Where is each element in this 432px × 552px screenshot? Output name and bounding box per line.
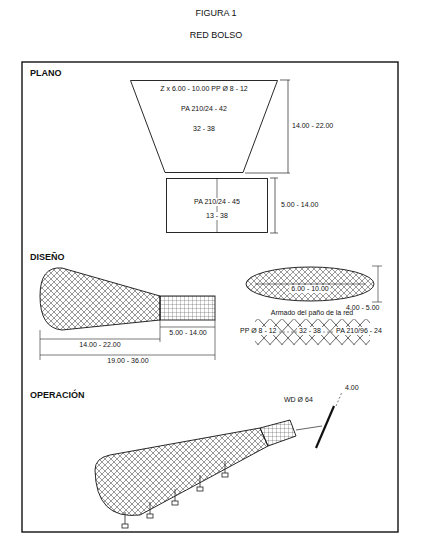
section-heading: DISEÑO (30, 252, 65, 262)
material-label: PA 210/96 - 24 (334, 327, 384, 335)
panel-text: PA 210/24 - 45 (192, 198, 242, 206)
panel-text: 6.00 - 10.00 (289, 285, 330, 293)
material-label: WD Ø 64 (284, 396, 313, 404)
cod-end (160, 296, 215, 320)
net-body (40, 268, 160, 330)
weights (122, 461, 228, 528)
operating-net (95, 428, 268, 515)
operating-cod-end (260, 420, 296, 446)
dimension: 5.00 - 14.00 (169, 329, 206, 337)
note: Armado del paño de la red (271, 309, 354, 317)
dimension: 19.00 - 36.00 (105, 357, 150, 365)
material-label: PP Ø 8 - 12 (238, 327, 278, 335)
mesh-ellipse: 6.00 - 10.00 (245, 266, 375, 302)
figure-subtitle: RED BOLSO (190, 30, 243, 40)
dimension: 4.00 (345, 384, 359, 392)
line (296, 426, 322, 430)
dimension: 14.00 - 22.00 (292, 122, 333, 130)
trapezoid-panel: Z x 6.00 - 10.00 PP Ø 8 - 12 PA 210/24 - … (130, 80, 278, 173)
diseno-dimensions (40, 320, 215, 360)
material-label: 32 - 38 (297, 327, 323, 335)
frame (22, 62, 398, 532)
section-heading: PLANO (30, 68, 62, 78)
panel-text: Z x 6.00 - 10.00 PP Ø 8 - 12 (160, 85, 247, 93)
figure-title: FIGURA 1 (195, 8, 236, 18)
pole (316, 406, 334, 448)
dimension: 14.00 - 22.00 (79, 341, 120, 349)
pole-leader (336, 392, 342, 406)
panel-text: 32 - 38 (193, 125, 215, 133)
panel-text: PA 210/24 - 42 (181, 105, 227, 113)
dimension: 5.00 - 14.00 (281, 201, 318, 209)
section-heading: OPERACIÓN (30, 390, 85, 400)
mesh-ellipse-outline (245, 266, 375, 302)
rect-panel: PA 210/24 - 45 13 - 38 (166, 178, 268, 233)
panel-text: 13 - 38 (204, 212, 230, 220)
